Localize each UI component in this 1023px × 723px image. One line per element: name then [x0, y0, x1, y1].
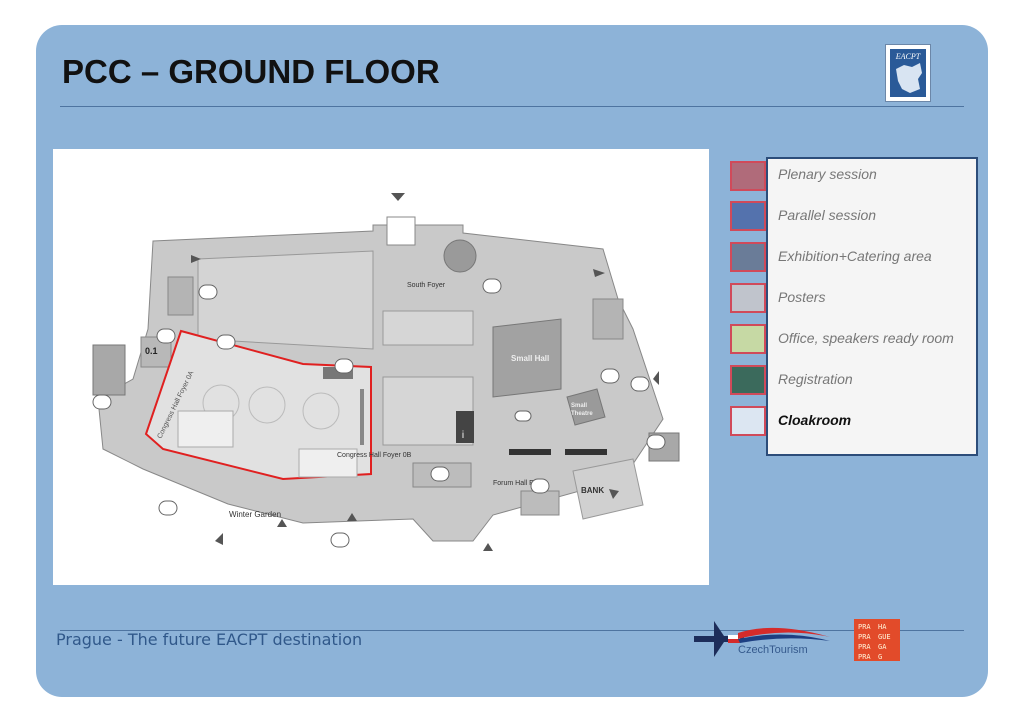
elevator-icon	[430, 466, 450, 482]
europe-map-icon: EACPT	[890, 49, 926, 97]
winter-garden-label: Winter Garden	[229, 510, 281, 519]
logo-text: EACPT	[895, 52, 921, 61]
small-theatre-label-1: Small	[571, 403, 587, 409]
legend-swatch-exhibition	[730, 242, 766, 272]
legend-label-parallel: Parallel session	[778, 207, 877, 223]
bank-label: BANK	[581, 486, 604, 495]
footer-divider	[60, 630, 964, 631]
legend-label-plenary: Plenary session	[778, 166, 877, 182]
czech-airlines-logo	[694, 621, 744, 657]
info-icon: i	[462, 430, 464, 441]
escalator-2	[565, 449, 607, 455]
arrow-icon	[593, 269, 605, 277]
legend-label-office: Office, speakers ready room	[778, 330, 954, 346]
room-right-1	[592, 298, 624, 340]
legend-label-registration: Registration	[778, 371, 853, 387]
toilet-icon	[216, 334, 236, 350]
praha-logo: PRA PRA PRA PRA HA GUE GA G	[854, 619, 900, 661]
arrow-icon	[653, 371, 659, 385]
center-block-upper	[382, 310, 474, 346]
table-2	[248, 386, 286, 424]
floor-plan-drawing: i 0.1 South F	[92, 193, 680, 551]
congress-foyer-0b-label: Congress Hall Foyer 0B	[337, 452, 412, 459]
small-theatre-room	[566, 388, 606, 426]
cafe-icon	[514, 410, 532, 422]
room-01-label: 0.1	[145, 346, 158, 356]
arrow-icon	[215, 533, 223, 545]
floor-plan-map: i 0.1 South F	[53, 149, 709, 585]
elevator-icon	[158, 500, 178, 516]
footer-logos: CzechTourism PRA PRA PRA PRA HA GUE GA G	[652, 615, 912, 663]
south-foyer-label: South Foyer	[407, 282, 446, 289]
board-1	[360, 389, 364, 445]
praha-logo-col1: PRA PRA PRA PRA	[858, 623, 871, 661]
arrow-icon	[347, 513, 357, 521]
arrow-icon	[609, 489, 619, 499]
arrow-icon	[483, 543, 493, 551]
legend-swatch-parallel	[730, 201, 766, 231]
legend-label-cloakroom: Cloakroom	[778, 412, 852, 428]
cloakroom-desk	[298, 448, 358, 478]
czechtourism-logo-text: CzechTourism	[738, 644, 808, 656]
table-3	[302, 392, 340, 430]
forum-wc-block	[520, 490, 560, 516]
legend-label-exhibition: Exhibition+Catering area	[778, 248, 932, 264]
elevator-icon	[646, 434, 666, 450]
cloakroom-counter	[177, 410, 234, 448]
bank-room	[572, 458, 644, 520]
toilet-icon	[334, 358, 354, 374]
arrow-icon	[191, 255, 201, 263]
footer-tagline: Prague - The future EACPT destination	[56, 630, 363, 649]
legend-swatch-registration	[730, 365, 766, 395]
elevator-icon	[92, 394, 112, 410]
title-divider	[60, 106, 964, 107]
toilet-icon	[630, 376, 650, 392]
toilet-icon	[530, 478, 550, 494]
stair-core	[443, 239, 477, 273]
room-left	[92, 344, 126, 396]
arrow-icon	[391, 193, 405, 201]
small-theatre-label-2: Theatre	[571, 411, 593, 417]
legend-swatch-office	[730, 324, 766, 354]
small-hall-label: Small Hall	[511, 354, 549, 363]
elevator-icon	[330, 532, 350, 548]
legend-swatch-posters	[730, 283, 766, 313]
small-hall-room	[492, 318, 562, 398]
upper-left-hall	[197, 250, 374, 350]
slide-title: PCC – GROUND FLOOR	[62, 53, 440, 90]
south-entrance	[386, 216, 416, 246]
arrow-icon	[277, 519, 287, 527]
elevator-icon	[198, 284, 218, 300]
legend-swatch-plenary	[730, 161, 766, 191]
praha-logo-col2: HA GUE GA G	[878, 623, 891, 661]
room-wc-left	[167, 276, 194, 316]
czechtourism-swoosh-icon	[738, 627, 830, 643]
legend-swatch-cloakroom	[730, 406, 766, 436]
toilet-icon	[482, 278, 502, 294]
escalator-1	[509, 449, 551, 455]
legend-label-posters: Posters	[778, 289, 826, 305]
eacpt-logo: EACPT	[885, 44, 931, 102]
info-desk	[456, 411, 474, 443]
forum-hall-foyer-label: Forum Hall Foyer	[493, 480, 548, 487]
slide-background: PCC – GROUND FLOOR EACPT	[36, 25, 988, 697]
toilet-icon	[600, 368, 620, 384]
toilet-icon	[156, 328, 176, 344]
legend-panel: Plenary session Parallel session Exhibit…	[766, 157, 978, 456]
